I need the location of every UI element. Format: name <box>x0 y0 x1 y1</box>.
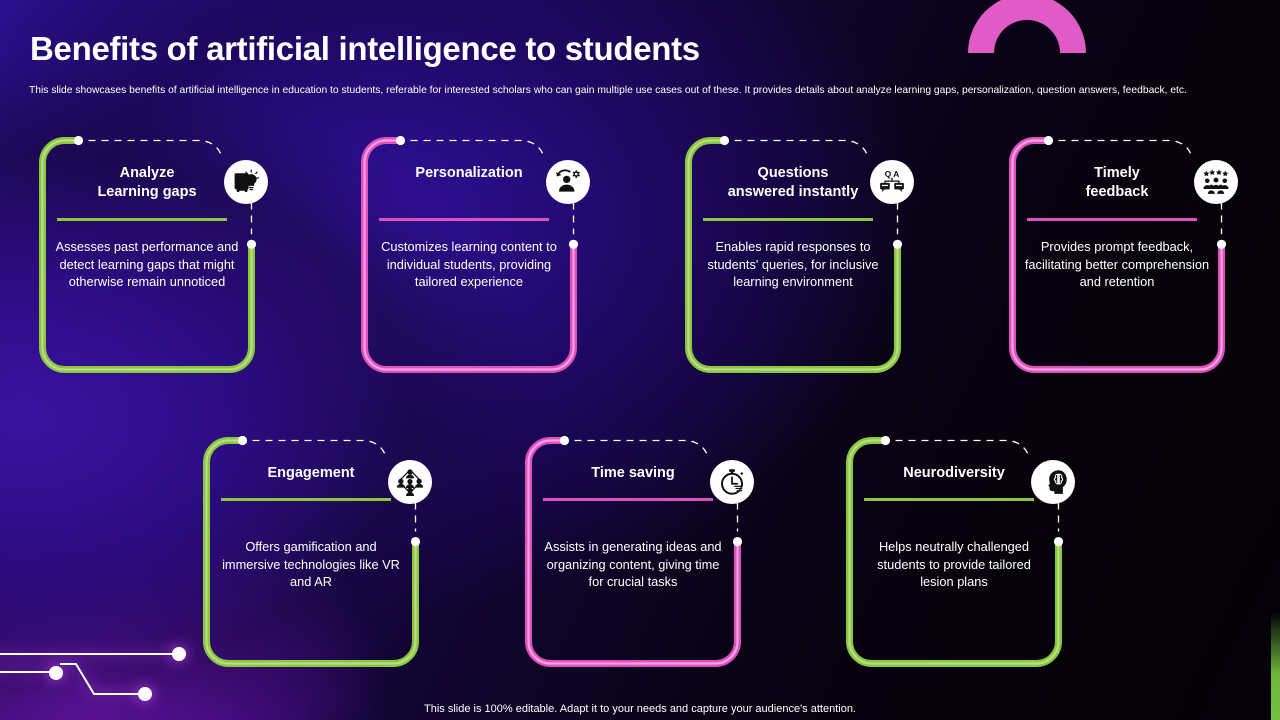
card-description: Offers gamification and immersive techno… <box>222 539 400 590</box>
card-description: Provides prompt feedback, facilitating b… <box>1024 239 1210 290</box>
card-title: Engagement <box>267 465 355 481</box>
card-description: Assesses past performance and detect lea… <box>55 239 239 290</box>
footer-note: This slide is 100% editable. Adapt it to… <box>424 703 856 715</box>
qa-chat-icon: Q A <box>870 160 914 204</box>
card-title: Neurodiversity <box>903 465 1005 481</box>
card-divider <box>543 498 713 501</box>
card-title: Personalization <box>415 165 523 181</box>
head-brain-icon <box>1031 460 1075 504</box>
stopwatch-icon <box>710 460 754 504</box>
card-divider <box>379 218 549 221</box>
card-description: Helps neutrally challenged students to p… <box>877 539 1031 590</box>
arch-shape-icon <box>968 0 1086 53</box>
arch-decoration <box>968 0 1098 66</box>
card-description: Assists in generating ideas and organizi… <box>544 539 722 590</box>
card-divider <box>864 498 1034 501</box>
card-description: Enables rapid responses to students' que… <box>707 239 879 290</box>
edge-accent-sliver <box>1271 612 1280 720</box>
card-divider <box>703 218 873 221</box>
svg-text:Q A: Q A <box>885 169 899 179</box>
card-description: Customizes learning content to individua… <box>381 239 557 290</box>
network-people-icon <box>388 460 432 504</box>
page-title: Benefits of artificial intelligence to s… <box>30 30 700 67</box>
circuit-decoration <box>0 640 220 720</box>
card-divider <box>1027 218 1197 221</box>
star-rating-group-icon <box>1194 160 1238 204</box>
card-divider <box>221 498 391 501</box>
card-title: Time saving <box>591 465 675 481</box>
card-divider <box>57 218 227 221</box>
person-gear-icon <box>546 160 590 204</box>
book-lightbulb-icon <box>224 160 268 204</box>
page-subtitle: This slide showcases benefits of artific… <box>29 85 1187 96</box>
